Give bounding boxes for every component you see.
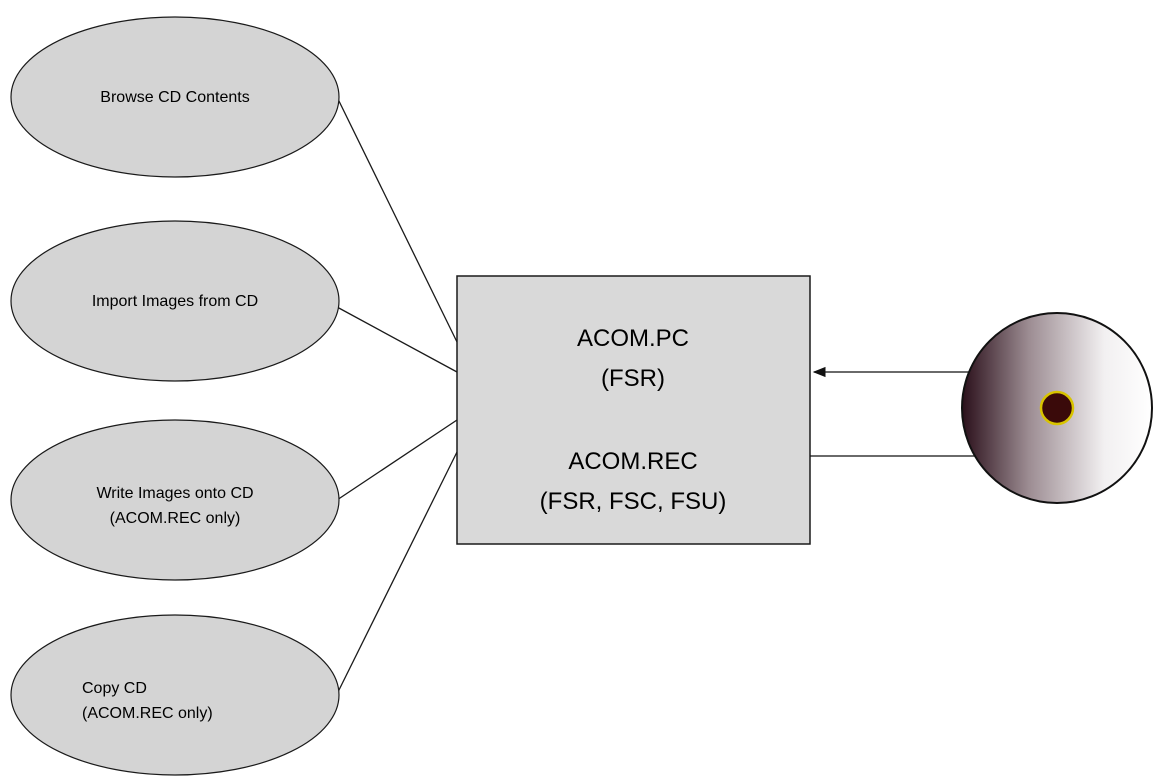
use-case-sublabel: (ACOM.REC only) [110, 510, 241, 527]
use-case-oval [10, 16, 340, 178]
system-box: ACOM.PC (FSR) ACOM.REC (FSR, FSC, FSU) [456, 275, 811, 545]
use-case-oval [10, 220, 340, 382]
connector-line-import [336, 306, 458, 373]
cd-disc-icon [961, 312, 1153, 504]
connector-line-copy [336, 451, 458, 695]
use-case-oval [10, 419, 340, 581]
use-case-label: Import Images from CD [92, 293, 258, 310]
use-case-browse-cd-contents: Browse CD Contents [10, 16, 340, 178]
use-case-import-images: Import Images from CD [10, 220, 340, 382]
cd-disc-hole [1039, 390, 1075, 426]
system-services-pc: (FSR) [601, 365, 665, 392]
use-case-oval [10, 614, 340, 776]
use-case-copy-cd: Copy CD (ACOM.REC only) [10, 614, 340, 776]
system-name-pc: ACOM.PC [577, 325, 689, 352]
use-case-label: Copy CD [82, 680, 147, 697]
connector-line-write [336, 419, 458, 501]
use-case-label: Write Images onto CD [96, 485, 253, 502]
system-services-rec: (FSR, FSC, FSU) [540, 488, 727, 515]
system-box-rect [456, 275, 811, 545]
connector-line-browse [336, 96, 458, 343]
use-case-label: Browse CD Contents [100, 89, 249, 106]
use-case-sublabel: (ACOM.REC only) [82, 705, 213, 722]
use-case-write-images: Write Images onto CD (ACOM.REC only) [10, 419, 340, 581]
system-name-rec: ACOM.REC [568, 448, 697, 475]
